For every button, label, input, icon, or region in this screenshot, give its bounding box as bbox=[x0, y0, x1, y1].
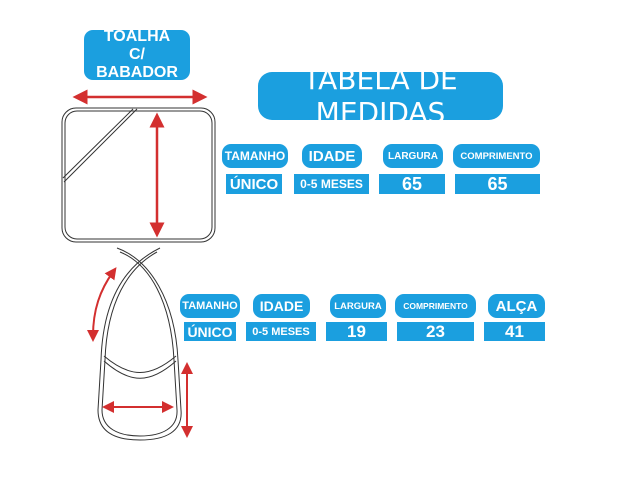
bib-header-age: IDADE bbox=[253, 294, 310, 318]
bib-header-length: COMPRIMENTO bbox=[395, 294, 476, 318]
towel-header-width: LARGURA bbox=[383, 144, 443, 168]
towel-value-size: ÚNICO bbox=[226, 174, 282, 194]
page-title: TABELA DE MEDIDAS bbox=[258, 63, 503, 129]
bib-value-size: ÚNICO bbox=[184, 322, 236, 341]
bib-value-length: 23 bbox=[397, 322, 474, 341]
bib-value-width: 19 bbox=[326, 322, 387, 341]
towel-outline bbox=[61, 107, 216, 243]
towel-value-length: 65 bbox=[455, 174, 540, 194]
towel-header-size: TAMANHO bbox=[222, 144, 288, 168]
towel-header-length: COMPRIMENTO bbox=[453, 144, 540, 168]
bib-header-size: TAMANHO bbox=[180, 294, 240, 318]
bib-value-strap: 41 bbox=[484, 322, 545, 341]
bib-strap-arrow bbox=[87, 267, 117, 342]
towel-value-age: 0-5 MESES bbox=[294, 174, 369, 194]
bib-header-strap: ALÇA bbox=[488, 294, 545, 318]
bib-header-width: LARGURA bbox=[330, 294, 386, 318]
towel-value-width: 65 bbox=[379, 174, 445, 194]
product-label: TOALHA C/ BABADOR bbox=[84, 28, 190, 81]
towel-header-age: IDADE bbox=[302, 144, 362, 168]
bib-value-age: 0-5 MESES bbox=[246, 322, 316, 341]
